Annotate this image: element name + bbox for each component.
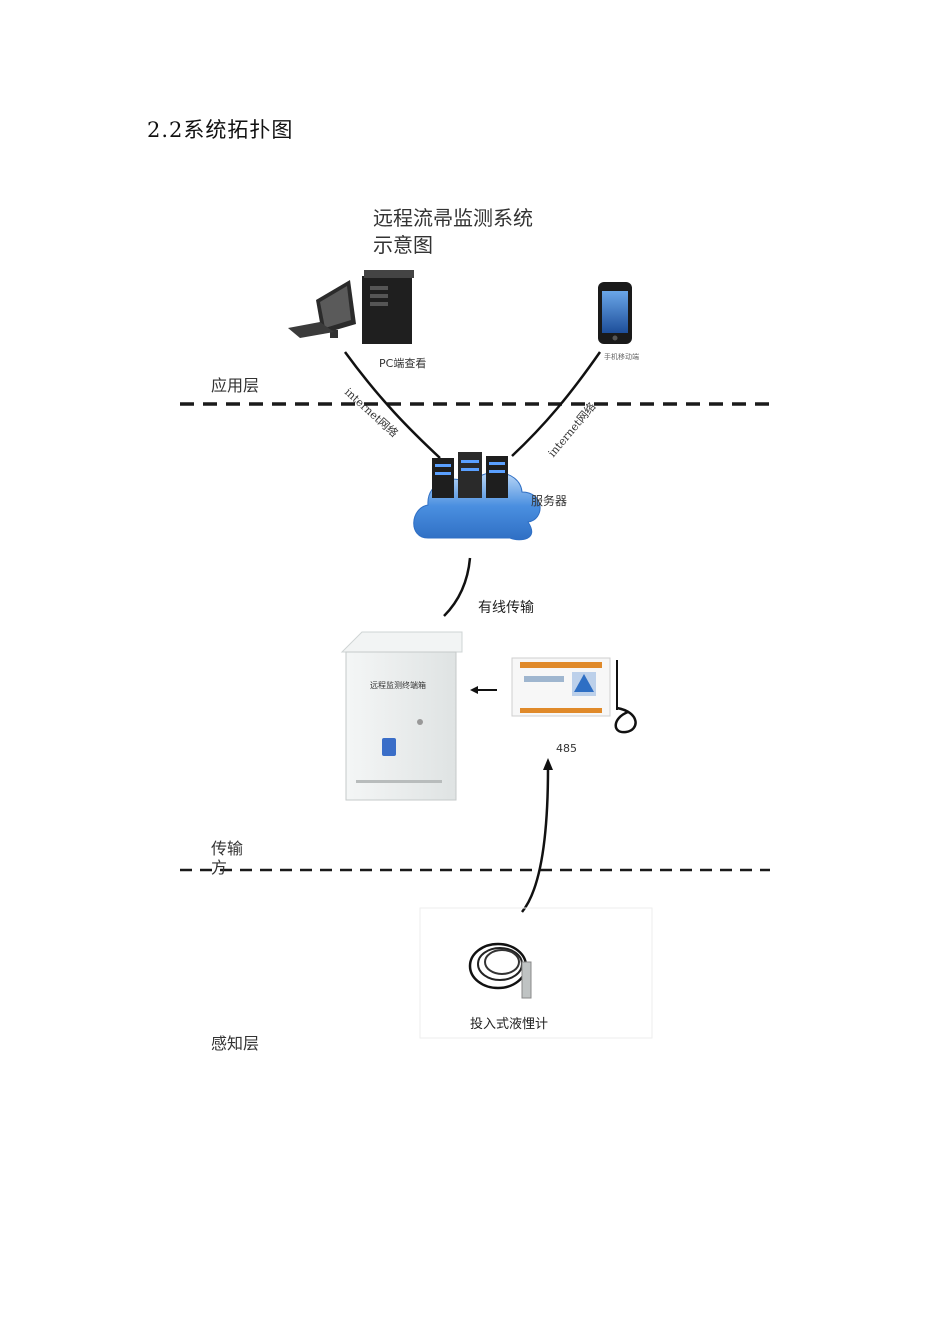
layer-label-transmission-line2: 方	[211, 858, 228, 877]
sensor-label: 投入式液悝计	[470, 1017, 549, 1032]
arrow-rtu-to-cabinet	[470, 686, 497, 694]
server-label: 服务器	[531, 494, 568, 508]
layer-label-perception: 感知层	[211, 1034, 260, 1053]
arrow-sensor-to-rtu	[521, 758, 553, 913]
link-label-server-cabinet: 有线传输	[478, 600, 534, 616]
link-pc-server	[343, 351, 441, 459]
layer-label-application: 应用层	[211, 376, 260, 395]
level-sensor-icon	[468, 942, 532, 999]
mobile-label: 手机移动端	[604, 353, 639, 361]
rtu-module-icon	[511, 657, 611, 717]
diagram-title: 远程流帚监测系统 示意图	[373, 205, 533, 259]
mobile-phone-icon	[598, 282, 632, 344]
cabinet-label: 远程监测终端箱	[370, 681, 426, 690]
pc-icon	[288, 270, 414, 344]
monitoring-cabinet-icon	[340, 631, 463, 801]
layer-label-transmission-line1: 传输	[211, 839, 244, 858]
antenna-icon	[614, 660, 637, 734]
link-mobile-server	[511, 351, 602, 457]
rtu-port-label: 485	[556, 742, 577, 755]
diagram-title-line2: 示意图	[373, 233, 433, 257]
section-heading: 2.2系统拓扑图	[147, 118, 294, 142]
pc-label: PC端查看	[379, 357, 427, 370]
diagram-title-line1: 远程流帚监测系统	[373, 206, 533, 230]
server-cloud-icon	[413, 452, 541, 541]
link-server-cabinet	[443, 557, 472, 617]
layer-label-transmission: 传输 方	[211, 839, 243, 877]
